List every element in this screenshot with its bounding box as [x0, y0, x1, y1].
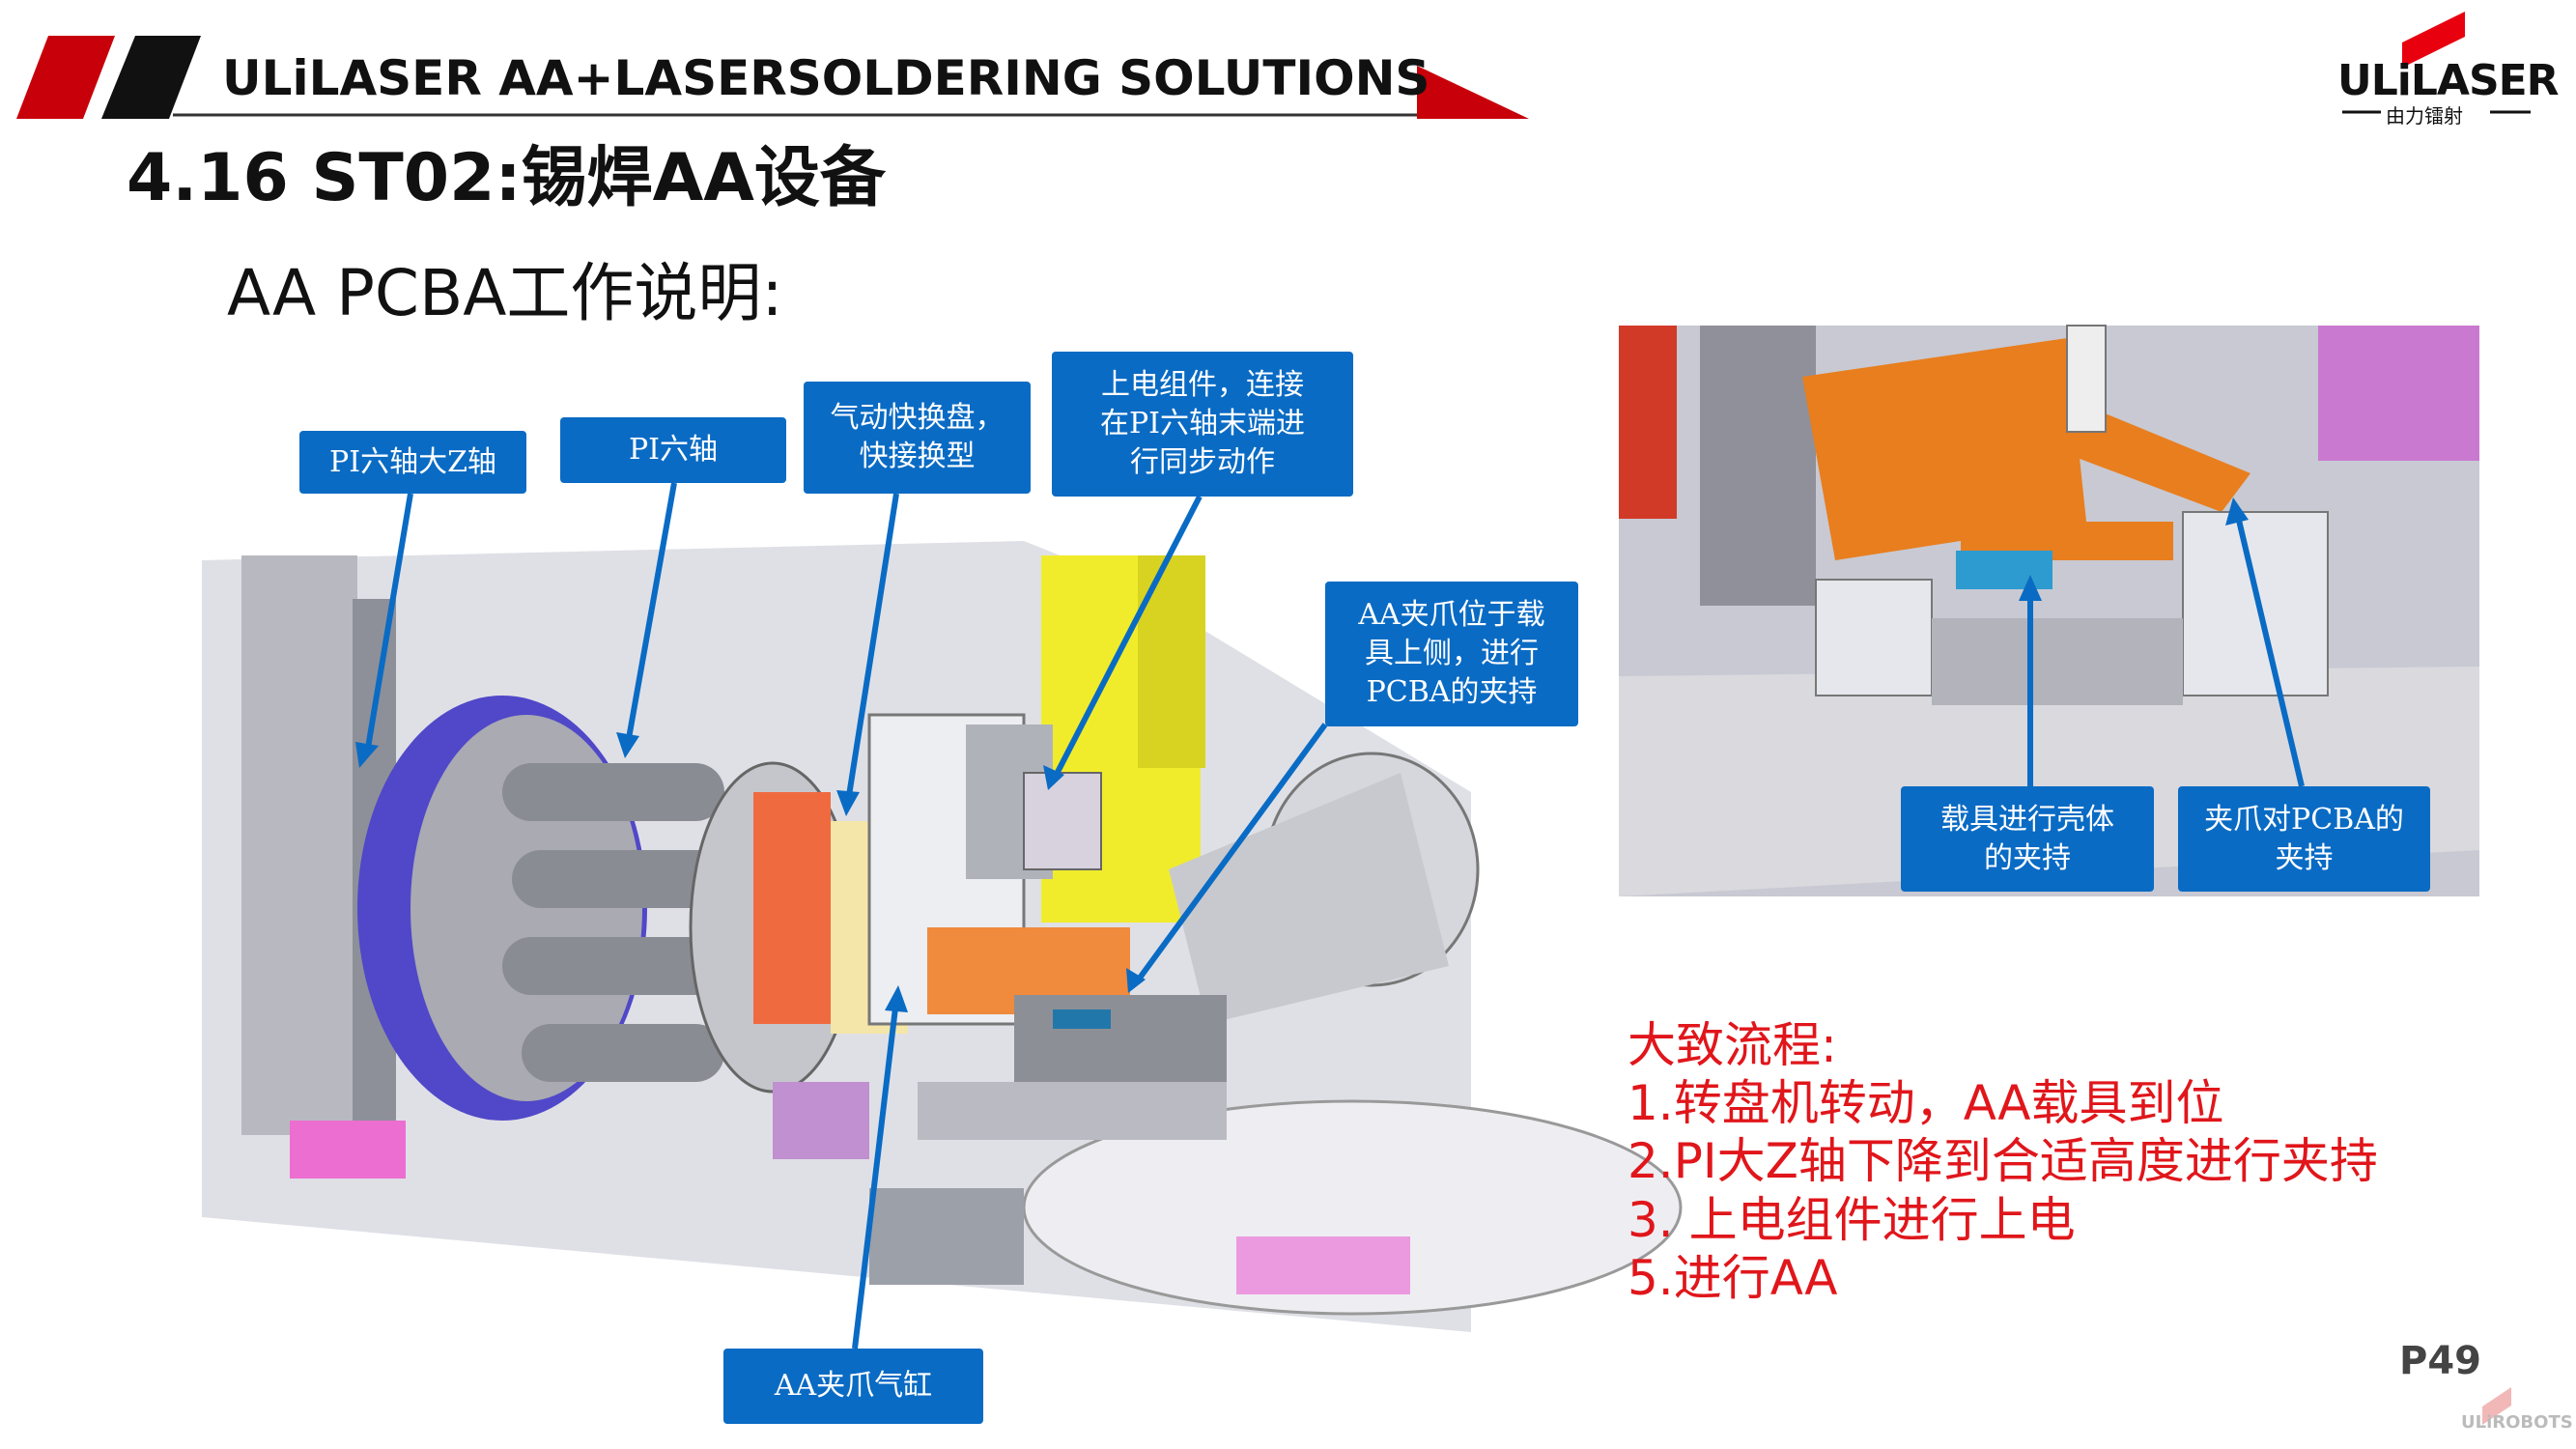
header-banner-text: ULiLASER AA+LASERSOLDERING SOLUTIONS	[222, 50, 1430, 106]
callout-arrows	[364, 482, 2305, 1350]
flow-step: 5.进行AA	[1628, 1250, 1838, 1306]
arrow-pi-z-axis	[364, 493, 413, 754]
arrow-heads	[355, 497, 2249, 1012]
callout-gripper-cylinder: AA夹爪气缸	[723, 1349, 983, 1424]
callout-pi-z-axis: PI六轴大Z轴	[299, 431, 526, 494]
callout-pcba-clamp: 夹爪对PCBA的 夹持	[2178, 786, 2430, 892]
flow-title: 大致流程:	[1628, 1017, 1837, 1073]
logo-mark	[2402, 12, 2465, 68]
arrow-gripper-cylinder	[852, 999, 899, 1350]
arrow-pcba-clamp	[2234, 511, 2305, 787]
callout-pi-hexapod: PI六轴	[560, 417, 786, 483]
red-triangle	[1417, 66, 1529, 119]
flow-step: 3. 上电组件进行上电	[1628, 1192, 2076, 1248]
arrow-quick-change	[845, 493, 899, 803]
ulilaser-logo: ULiLASER	[2337, 56, 2560, 105]
callout-carrier-clamp: 载具进行壳体 的夹持	[1901, 786, 2154, 892]
section-title: 4.16 ST02:锡焊AA设备	[127, 140, 886, 216]
flow-step: 1.转盘机转动，AA载具到位	[1628, 1075, 2224, 1131]
machine-illustration-right	[1619, 325, 2479, 896]
flow-step: 2.PI大Z轴下降到合适高度进行夹持	[1628, 1133, 2378, 1189]
callout-aa-gripper: AA夹爪位于载 具上侧，进行 PCBA的夹持	[1325, 582, 1578, 726]
red-stripe	[16, 36, 115, 119]
arrow-aa-gripper	[1135, 723, 1328, 982]
arrow-pi-hexapod	[625, 482, 677, 745]
ulilaser-logo-sub: 由力镭射	[2386, 104, 2463, 128]
ulirobots-watermark: ULiROBOTS	[2461, 1412, 2573, 1433]
watermark-mark	[2482, 1387, 2511, 1425]
subtitle: AA PCBA工作说明:	[227, 256, 783, 330]
page-number: P49	[2399, 1339, 2481, 1383]
callout-quick-change: 气动快换盘， 快接换型	[804, 382, 1031, 494]
callout-power-module: 上电组件，连接 在PI六轴末端进 行同步动作	[1052, 352, 1353, 497]
black-stripe	[101, 36, 201, 119]
arrow-power-module	[1052, 495, 1203, 780]
machine-illustration-left	[202, 541, 1683, 1332]
